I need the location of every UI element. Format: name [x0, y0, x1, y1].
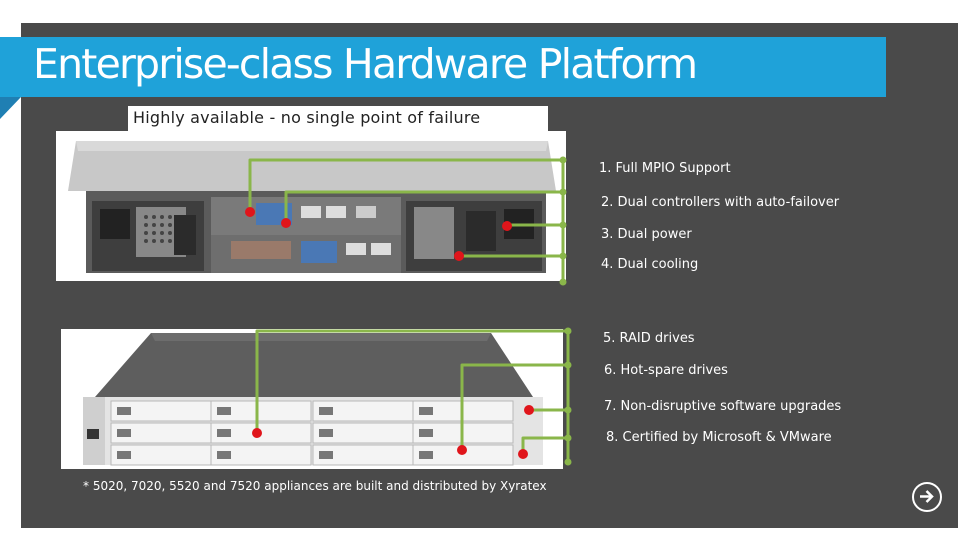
feature-mpio: 1. Full MPIO Support [599, 161, 731, 176]
footnote: * 5020, 7020, 5520 and 7520 appliances a… [83, 479, 547, 493]
arrow-right-circle-icon [920, 490, 934, 503]
next-slide-button[interactable] [912, 482, 942, 512]
slide-subtitle: Highly available - no single point of fa… [133, 108, 481, 127]
title-bar-notch [0, 97, 21, 119]
front-panel-image [61, 329, 563, 469]
feature-dual-controllers: 2. Dual controllers with auto-failover [601, 195, 840, 210]
feature-upgrades: 7. Non-disruptive software upgrades [604, 399, 842, 414]
title-bar [0, 37, 886, 97]
slide-title: Enterprise-class Hardware Platform [33, 40, 698, 88]
subtitle-background [128, 106, 548, 131]
feature-dual-cooling: 4. Dual cooling [601, 257, 699, 272]
feature-dual-power: 3. Dual power [601, 227, 692, 242]
feature-hot-spare: 6. Hot-spare drives [604, 363, 728, 378]
feature-certified: 8. Certified by Microsoft & VMware [606, 430, 832, 445]
feature-raid-drives: 5. RAID drives [603, 331, 695, 346]
